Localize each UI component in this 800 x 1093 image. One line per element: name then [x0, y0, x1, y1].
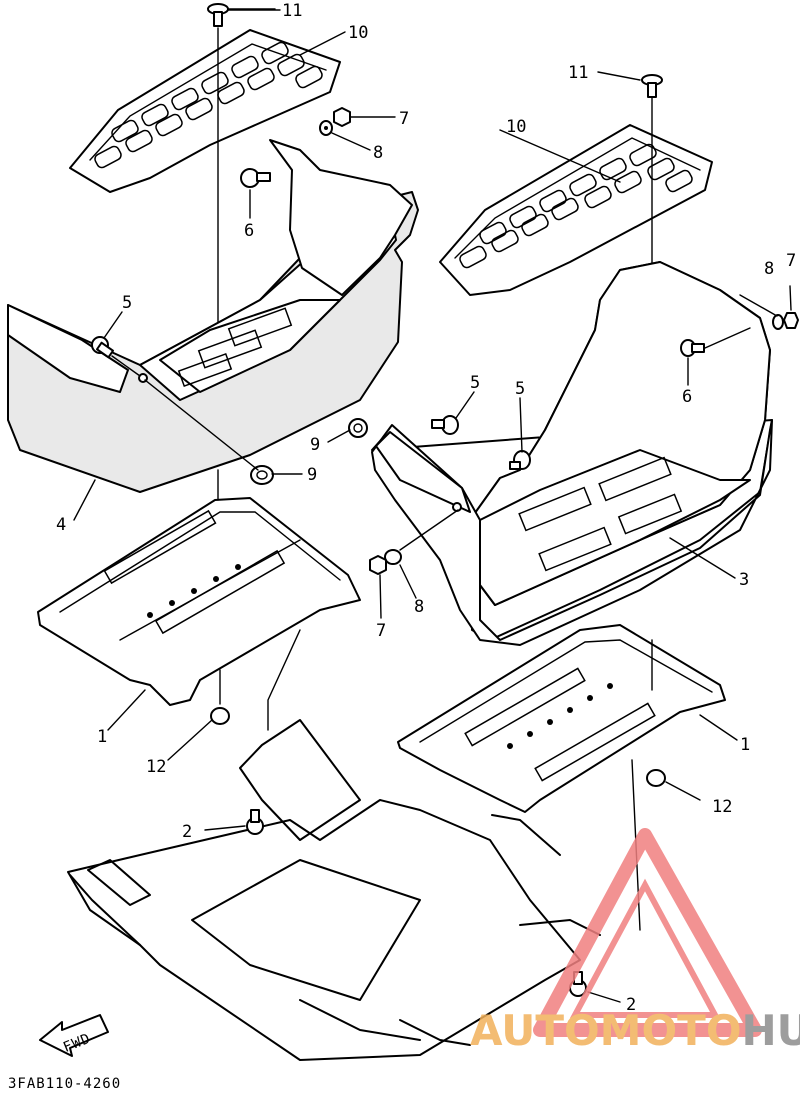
bolt-6-left — [240, 168, 271, 188]
callout-7-right-a: 7 — [786, 251, 796, 271]
watermark-logo: AUTOMOTOHUB — [470, 828, 800, 1055]
grommet-12-left — [210, 669, 230, 725]
nut-7-left — [333, 107, 351, 127]
callout-5-right-a: 5 — [470, 373, 480, 393]
callout-6-left: 6 — [244, 221, 254, 241]
footrest-guard-left — [7, 139, 419, 493]
washer-8-right-b — [384, 509, 459, 565]
bolt-5-left — [91, 336, 141, 377]
callout-10-right: 10 — [506, 117, 526, 137]
fwd-arrow: FWD — [39, 1014, 109, 1057]
bolt-11-left — [207, 3, 276, 341]
callout-6-right: 6 — [682, 387, 692, 407]
callout-3: 3 — [739, 570, 749, 590]
callout-5-right-b: 5 — [515, 379, 525, 399]
footrest-bracket-right — [397, 624, 726, 813]
callout-1-left: 1 — [97, 727, 107, 747]
footrest-guard-right — [371, 261, 773, 646]
callout-2-left: 2 — [182, 822, 192, 842]
washer-8-right-a — [772, 314, 784, 330]
callout-9-left: 9 — [307, 465, 317, 485]
callout-7-right-b: 7 — [376, 621, 386, 641]
nut-7-right-b — [369, 555, 387, 575]
nut-7-right-a — [783, 312, 799, 329]
callout-11-right: 11 — [568, 63, 588, 83]
callout-2-right: 2 — [626, 995, 636, 1015]
callout-12-right: 12 — [712, 797, 732, 817]
grommet-9-right — [348, 418, 368, 438]
watermark-auto: AUTO — [470, 1006, 600, 1055]
grommet-9-left — [144, 379, 274, 485]
callout-10-left: 10 — [348, 23, 368, 43]
washer-8-left — [319, 120, 333, 136]
footrest-board-right — [439, 124, 713, 296]
bolt-2-left — [204, 809, 264, 835]
callout-7-left: 7 — [399, 109, 409, 129]
watermark-triangle-icon — [533, 828, 762, 1037]
bolt-6-right — [680, 327, 751, 357]
watermark-hub: HUB — [742, 1006, 800, 1055]
callout-1-right: 1 — [740, 735, 750, 755]
callout-9-right: 9 — [310, 435, 320, 455]
callout-5-left: 5 — [122, 293, 132, 313]
figure-code: 3FAB110-4260 — [8, 1076, 121, 1092]
callout-4: 4 — [56, 515, 66, 535]
callout-8-right-a: 8 — [764, 259, 774, 279]
svg-text:AUTOMOTOHUB: AUTOMOTOHUB — [470, 1006, 800, 1055]
callout-12-left: 12 — [146, 757, 166, 777]
bolt-5-right-a — [431, 415, 459, 435]
footrest-bracket-left — [37, 469, 361, 706]
callout-labels: 11 10 7 8 6 5 4 9 1 12 2 11 10 8 7 6 5 5… — [56, 1, 796, 1015]
callout-11-left: 11 — [282, 1, 302, 21]
callout-8-right-b: 8 — [414, 597, 424, 617]
footrest-board-left — [69, 29, 341, 193]
leader-lines — [73, 9, 792, 761]
callout-8-left: 8 — [373, 143, 383, 163]
watermark-moto: MOTO — [600, 1006, 742, 1055]
